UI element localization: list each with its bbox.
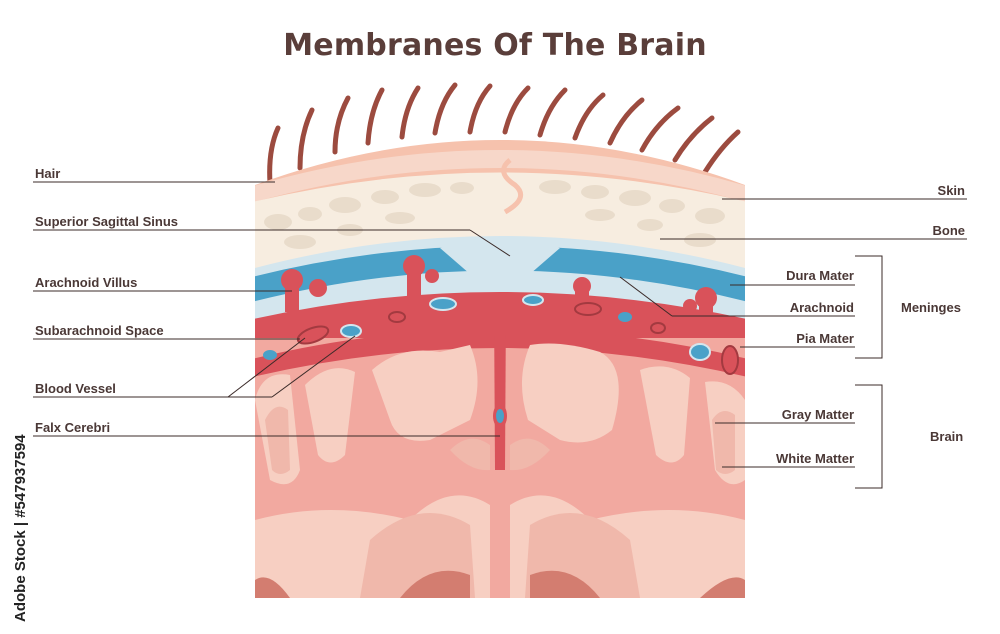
label-gray-matter: Gray Matter xyxy=(781,407,854,422)
stock-watermark: Adobe Stock | #547937594 xyxy=(4,398,34,628)
leader-lines xyxy=(33,181,967,489)
label-arachnoid-villus: Arachnoid Villus xyxy=(35,275,138,290)
label-blood-vessel: Blood Vessel xyxy=(35,381,116,396)
label-pia-mater: Pia Mater xyxy=(796,331,854,346)
label-skin: Skin xyxy=(937,183,965,198)
group-label-brain: Brain xyxy=(930,429,964,444)
arachnoid-villi xyxy=(281,255,717,322)
falx-cerebri xyxy=(494,300,506,470)
hair-strands xyxy=(267,82,741,186)
blood-vessels xyxy=(263,294,739,375)
label-dura-mater: Dura Mater xyxy=(786,268,854,283)
label-superior-sagittal-sinus: Superior Sagittal Sinus xyxy=(35,214,179,229)
watermark-text: Adobe Stock | #547937594 xyxy=(12,434,29,622)
label-bone: Bone xyxy=(932,223,966,238)
label-arachnoid: Arachnoid xyxy=(789,300,854,315)
group-label-meninges: Meninges xyxy=(901,300,961,315)
label-falx-cerebri: Falx Cerebri xyxy=(35,420,111,435)
page-title: Membranes Of The Brain xyxy=(283,28,707,63)
label-subarachnoid-space: Subarachnoid Space xyxy=(35,323,164,338)
label-hair: Hair xyxy=(35,166,61,181)
superior-sagittal-sinus xyxy=(440,240,560,300)
label-white-matter: White Matter xyxy=(776,451,854,466)
